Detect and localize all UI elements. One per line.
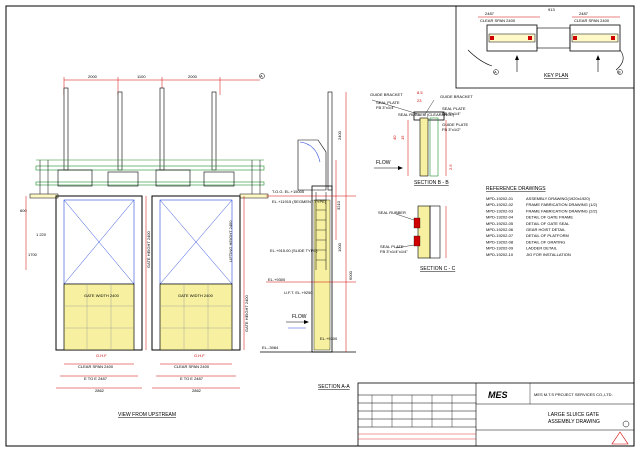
key-plan: 2487 913 2487 CLEAR SPAN 2400 CLEAR SPAN… — [455, 5, 635, 89]
key-plan-middle-dim: 913 — [548, 7, 555, 12]
key-plan-right-span-dim: 2487 — [579, 11, 589, 16]
title-block-drawing-title-2: ASSEMBLY DRAWING — [548, 419, 600, 425]
section-bb-label-2: SEAL PLATE — [376, 100, 400, 105]
reference-drawing-number: MPD-19202-06 — [486, 227, 514, 232]
section-bb-label-5: GUIDE BRACKET — [440, 94, 473, 99]
section-bb-label-4: SEAL RUBBER (CLEARANCE) — [398, 112, 455, 117]
key-plan-marker-left: A — [494, 70, 497, 75]
section-aa-title: SECTION A-A — [318, 384, 350, 390]
reference-drawing-description: DETAIL OF GATE FRAME — [526, 215, 573, 220]
upstream-bottom-left: 2862 — [95, 388, 105, 393]
section-cc-label-2: SEAL PLATE — [380, 244, 404, 249]
section-aa-dim-2: 3210 — [336, 200, 341, 210]
reference-drawings-list: MPD-19202-01 ASSEMBLY DRAWING(1920x1920) M… — [486, 196, 598, 257]
reference-drawing-description: LADDER DETAIL — [526, 246, 558, 251]
section-cc-title: SECTION C - C — [420, 266, 456, 272]
upstream-top-dim-1: 2000 — [88, 74, 98, 79]
section-bb-label-3: FB 3"x1/4" — [376, 105, 395, 110]
upstream-view-title: VIEW FROM UPSTREAM — [118, 412, 176, 418]
section-aa-dim-4: 6000 — [348, 270, 353, 280]
section-aa-flow-label: FLOW — [292, 314, 307, 320]
upstream-top-dim-2: 1100 — [137, 74, 146, 79]
title-block: MES MES M.T.S PROJECT SERVICES CO.,LTD. … — [357, 382, 635, 447]
reference-drawing-number: MPD-19202-08 — [486, 239, 514, 244]
reference-drawing-number: MPD-19202-09 — [486, 246, 514, 251]
section-cc-label-3: FB 3"x1/4"x1/4" — [380, 249, 408, 254]
reference-drawing-number: MPD-19202-02 — [486, 202, 514, 207]
upstream-centre-right: E TO E 2487 — [180, 376, 204, 381]
reference-drawing-number: MPD-19202-07 — [486, 233, 514, 238]
key-plan-marker-right: B — [618, 70, 621, 75]
section-aa-level-3: EL.+915.00 (SLIDE TYPE) — [270, 248, 318, 253]
upstream-vertical-label-1: GATE HEIGHT 2400 — [146, 230, 151, 268]
upstream-gate-mark-left: G.H.F — [96, 353, 107, 358]
upstream-top-dim-3: 2000 — [188, 74, 198, 79]
upstream-gate-mark-right: G.H.F — [194, 353, 205, 358]
upstream-clear-span-left: CLEAR SPAN 2400 — [78, 364, 114, 369]
section-bb: GUIDE BRACKET SEAL PLATE FB 3"x1/4" SEAL… — [370, 90, 473, 186]
section-bb-label-6: SEAL PLATE — [442, 106, 466, 111]
reference-drawing-description: DETAIL OF PLATFORM — [526, 233, 569, 238]
upstream-side-label-1: 600 — [20, 208, 27, 213]
reference-drawings-title: REFERENCE DRAWINGS — [486, 186, 546, 192]
upstream-vertical-label-3: GATE HEIGHT 2400 — [244, 294, 249, 332]
reference-drawing-number: MPD-19202-10 — [486, 252, 514, 257]
key-plan-right-clear-label: CLEAR SPAN 2400 — [574, 18, 610, 23]
upstream-gate-leaf-right — [159, 283, 233, 351]
reference-drawing-description: GEAR HOIST DETAIL — [526, 227, 566, 232]
section-bb-dim-2: 23 — [417, 98, 422, 103]
reference-drawing-number: MPD-19202-05 — [486, 221, 514, 226]
key-plan-frame — [455, 5, 635, 89]
section-bb-flow-label: FLOW — [376, 160, 391, 166]
section-cc-label-1: SEAL RUBBER — [378, 210, 406, 215]
section-aa-dim-3: 1000 — [337, 242, 342, 252]
upstream-section-marker: A — [260, 74, 263, 79]
section-bb-dim-5: 2.5 — [448, 164, 453, 170]
reference-drawing-description: FRAME FABRICATION DRAWING (1/2) — [526, 202, 598, 207]
section-aa-level-1: T.O.G. EL.+15005 — [272, 189, 305, 194]
section-aa: T.O.G. EL.+15005 EL.+11915 (SEGMENT TYPE… — [260, 91, 356, 390]
reference-drawing-description: DETAIL OF GRATING — [526, 239, 565, 244]
section-bb-label-8: GUIDE PLATE — [442, 122, 468, 127]
section-bb-dim-1: 8.5 — [417, 90, 423, 95]
reference-drawings: REFERENCE DRAWINGS MPD-19202-01 ASSEMBLY … — [486, 186, 598, 257]
reference-drawing-description: DETAIL OF GATE SEAL — [526, 221, 570, 226]
reference-drawing-number: MPD-19202-04 — [486, 215, 514, 220]
upstream-vertical-label-2: LIFTING HEIGHT 2450 — [228, 220, 233, 262]
reference-drawing-description: FRAME FABRICATION DRAWING (2/2) — [526, 208, 598, 213]
section-bb-label-1: GUIDE BRACKET — [370, 92, 403, 97]
upstream-gate-width-right: GATE WIDTH 2400 — [178, 293, 214, 298]
section-bb-title: SECTION B - B — [414, 180, 449, 186]
section-aa-level-4: EL.+9300 — [268, 277, 286, 282]
upstream-centre-left: E TO E 2487 — [84, 376, 108, 381]
section-aa-level-2: EL.+11915 (SEGMENT TYPE) — [272, 199, 327, 204]
upstream-gate-width-left: GATE WIDTH 2400 — [84, 293, 120, 298]
reference-drawing-description: ASSEMBLY DRAWING(1920x1920) — [526, 196, 591, 201]
key-plan-left-span-dim: 2487 — [485, 11, 495, 16]
key-plan-left-clear-label: CLEAR SPAN 2400 — [480, 18, 516, 23]
reference-drawing-number: MPD-19202-03 — [486, 208, 514, 213]
section-cc: SEAL RUBBER SEAL PLATE FB 3"x1/4"x1/4" S… — [378, 205, 456, 272]
section-bb-dim-4: 15 — [400, 135, 405, 140]
upstream-side-label-2: 1 220 — [36, 232, 47, 237]
upstream-side-label-3: 1700 — [28, 252, 38, 257]
section-bb-label-9: FB 3"x1/2" — [442, 127, 461, 132]
upstream-clear-span-right: CLEAR SPAN 2400 — [174, 364, 210, 369]
title-block-logo: MES — [488, 390, 508, 400]
section-aa-level-6: EL.+9300 — [320, 336, 338, 341]
upstream-gate-leaf-left — [63, 283, 135, 351]
section-bb-dim-3: 40 — [392, 135, 397, 140]
upstream-view: 2000 1100 2000 600 1 220 1700 — [20, 73, 269, 418]
title-block-company: MES M.T.S PROJECT SERVICES CO.,LTD. — [534, 392, 613, 397]
title-block-drawing-title-1: LARGE SLUICE GATE — [548, 412, 600, 418]
key-plan-title: KEY PLAN — [544, 73, 569, 79]
section-bb-label-7: FB 3"x1/4" — [442, 111, 461, 116]
reference-drawing-description: JIG FOR INSTALLATION — [526, 252, 571, 257]
upstream-bottom-right: 2862 — [192, 388, 202, 393]
section-aa-level-7: EL.-3984 — [262, 345, 279, 350]
reference-drawing-number: MPD-19202-01 — [486, 196, 514, 201]
section-aa-level-5: U.F.T. EL.+9250 — [284, 290, 313, 295]
section-aa-dim-1: 2400 — [337, 130, 342, 140]
